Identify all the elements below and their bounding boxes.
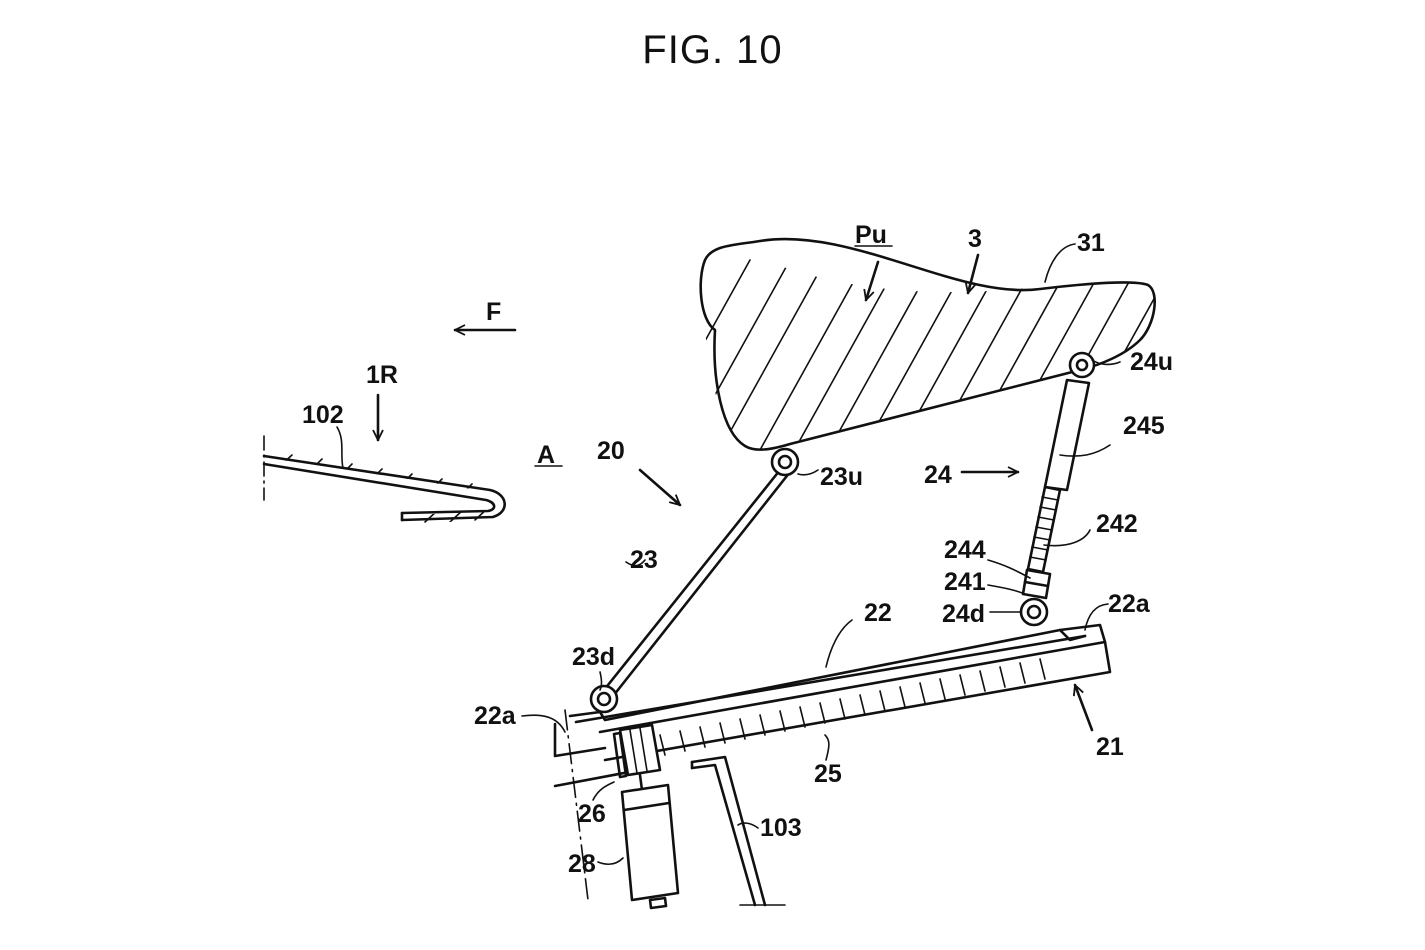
label-1R: 1R [366,361,398,389]
figure-title: FIG. 10 [642,28,783,72]
label-22: 22 [864,599,892,627]
label-26: 26 [578,800,606,828]
motor-28 [612,723,680,910]
label-241: 241 [944,568,986,596]
label-F: F [486,298,501,326]
damper-24 [1019,351,1096,627]
label-244: 244 [944,536,986,564]
panel-102 [262,426,506,523]
label-23u: 23u [820,463,863,491]
label-24: 24 [924,461,952,489]
label-22a-left: 22a [474,702,517,730]
label-23d: 23d [572,643,615,671]
label-21: 21 [1096,733,1124,761]
label-242: 242 [1096,510,1138,538]
label-22a-right: 22a [1108,590,1151,618]
label-28: 28 [568,850,596,878]
bracket-103 [690,755,786,907]
seat-cushion-3 [699,237,1156,451]
label-31: 31 [1077,229,1105,257]
label-A: A [537,441,555,469]
label-102: 102 [302,401,344,429]
label-24d: 24d [942,600,985,628]
label-25: 25 [814,760,842,788]
link-23 [589,447,800,714]
label-20: 20 [597,437,625,465]
label-24u: 24u [1130,348,1173,376]
label-3: 3 [968,225,982,253]
label-245: 245 [1123,412,1165,440]
rail-assembly [553,623,1112,788]
label-Pu: Pu [855,221,887,249]
label-103: 103 [760,814,802,842]
label-23: 23 [630,546,658,574]
